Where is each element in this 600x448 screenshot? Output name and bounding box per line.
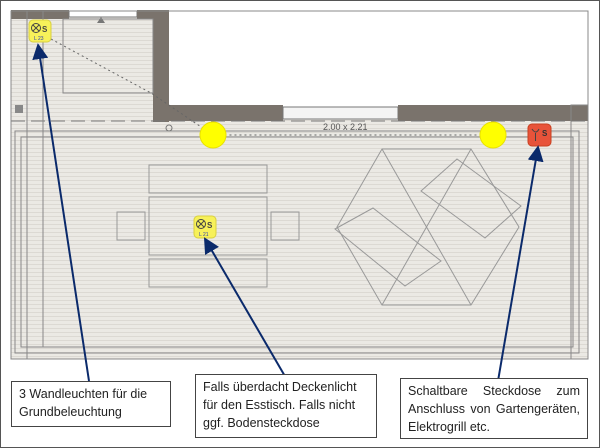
wall-upper-right — [153, 10, 169, 122]
window-right — [282, 106, 399, 120]
wall-far-right — [398, 105, 588, 121]
wiring-line — [50, 38, 493, 136]
dimension-label: 2.00 x 2.21 — [323, 122, 368, 132]
svg-text:S: S — [207, 221, 213, 230]
arrow-wall-light — [32, 43, 90, 382]
wall-right-top — [153, 105, 283, 121]
dining-table — [116, 164, 300, 288]
note-socket: Schaltbare Steckdose zum Anschluss von G… — [400, 378, 588, 439]
window-top — [68, 10, 138, 18]
wall-light-symbol: S L 23 — [28, 19, 52, 43]
light-fixture-icon — [196, 219, 206, 229]
svg-text:L 23: L 23 — [34, 36, 44, 42]
note-wall-lights: 3 Wandleuchten für die Grundbeleuchtung — [11, 381, 171, 427]
note-ceiling-light: Falls überdacht Deckenlicht für den Esst… — [195, 374, 377, 438]
arrow-socket — [497, 145, 544, 382]
ceiling-light-symbol: S L 21 — [193, 215, 217, 239]
socket-icon — [531, 128, 540, 141]
door-marker — [97, 17, 105, 23]
wall-light-lamp — [479, 121, 507, 149]
light-fixture-icon — [31, 23, 41, 33]
wall-top-left — [11, 10, 69, 19]
svg-text:L 21: L 21 — [199, 232, 209, 238]
socket-symbol: S — [527, 123, 552, 147]
arrow-ceiling-light — [203, 237, 287, 379]
wall-light-lamp — [199, 121, 227, 149]
lounge-furniture — [334, 148, 522, 306]
svg-text:S: S — [542, 129, 548, 138]
svg-text:S: S — [42, 25, 48, 34]
